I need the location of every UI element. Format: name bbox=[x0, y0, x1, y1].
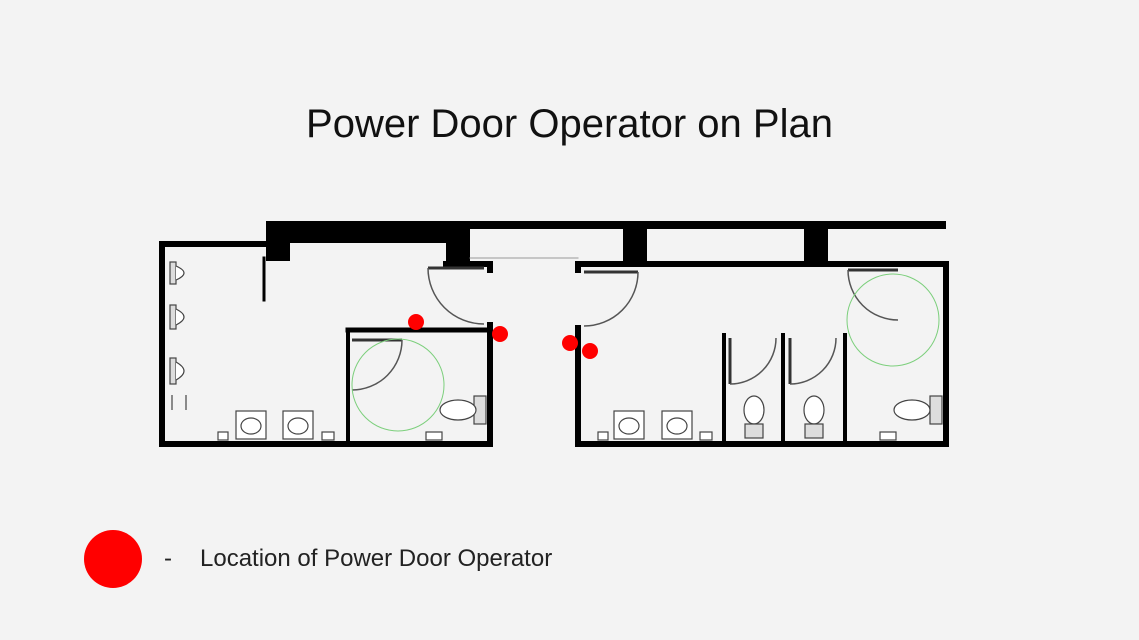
turning-circles bbox=[351, 273, 940, 432]
column-mid bbox=[446, 221, 470, 266]
left-room-outer-wall bbox=[159, 241, 271, 447]
power-door-operators bbox=[408, 314, 598, 359]
waste-bin-icon bbox=[699, 431, 713, 441]
door-arc-stall-left bbox=[351, 339, 403, 391]
toilet-icon bbox=[743, 395, 765, 439]
sink-icon bbox=[235, 410, 267, 440]
legend: - Location of Power Door Operator bbox=[84, 530, 552, 588]
waste-bin-icon bbox=[597, 431, 609, 441]
sink-icon bbox=[661, 410, 693, 440]
right-room-outer-wall bbox=[575, 261, 949, 447]
sink-icon bbox=[282, 410, 314, 440]
toilet-icon bbox=[893, 395, 943, 425]
sink-icon bbox=[613, 410, 645, 440]
urinal-icon bbox=[169, 261, 185, 285]
legend-marker bbox=[84, 530, 142, 588]
column-right-2 bbox=[804, 228, 828, 266]
urinal-icon bbox=[169, 357, 185, 385]
power-door-operator-marker bbox=[582, 343, 598, 359]
waste-bin-icon bbox=[321, 431, 335, 441]
door-arc-stall-right bbox=[847, 269, 899, 321]
grab-bar-icon bbox=[879, 431, 897, 441]
urinal-icon bbox=[169, 304, 185, 330]
power-door-operator-marker bbox=[562, 335, 578, 351]
door-arc-left-entry bbox=[427, 267, 485, 325]
door-swings bbox=[351, 266, 899, 391]
power-door-operator-marker bbox=[408, 314, 424, 330]
top-wall-left bbox=[266, 221, 448, 243]
grab-bar-icon bbox=[425, 431, 443, 441]
turning-circle-right bbox=[846, 273, 940, 367]
slide-title: Power Door Operator on Plan bbox=[306, 102, 833, 146]
door-arc-stall-2 bbox=[789, 337, 837, 385]
column-right-1 bbox=[623, 228, 647, 266]
door-arc-right-entry bbox=[583, 271, 639, 327]
toilet-icon bbox=[439, 395, 487, 425]
turning-circle-left bbox=[351, 338, 445, 432]
plan-walls bbox=[159, 221, 949, 447]
door-arc-stall-1 bbox=[729, 337, 777, 385]
top-wall-right bbox=[446, 221, 946, 229]
power-door-operator-marker bbox=[492, 326, 508, 342]
toilet-icon bbox=[803, 395, 825, 439]
legend-dash: - bbox=[164, 545, 172, 572]
waste-bin-icon bbox=[217, 431, 229, 441]
legend-label: Location of Power Door Operator bbox=[200, 545, 553, 572]
left-room-entry-wall bbox=[443, 261, 493, 273]
fixtures bbox=[169, 261, 943, 441]
